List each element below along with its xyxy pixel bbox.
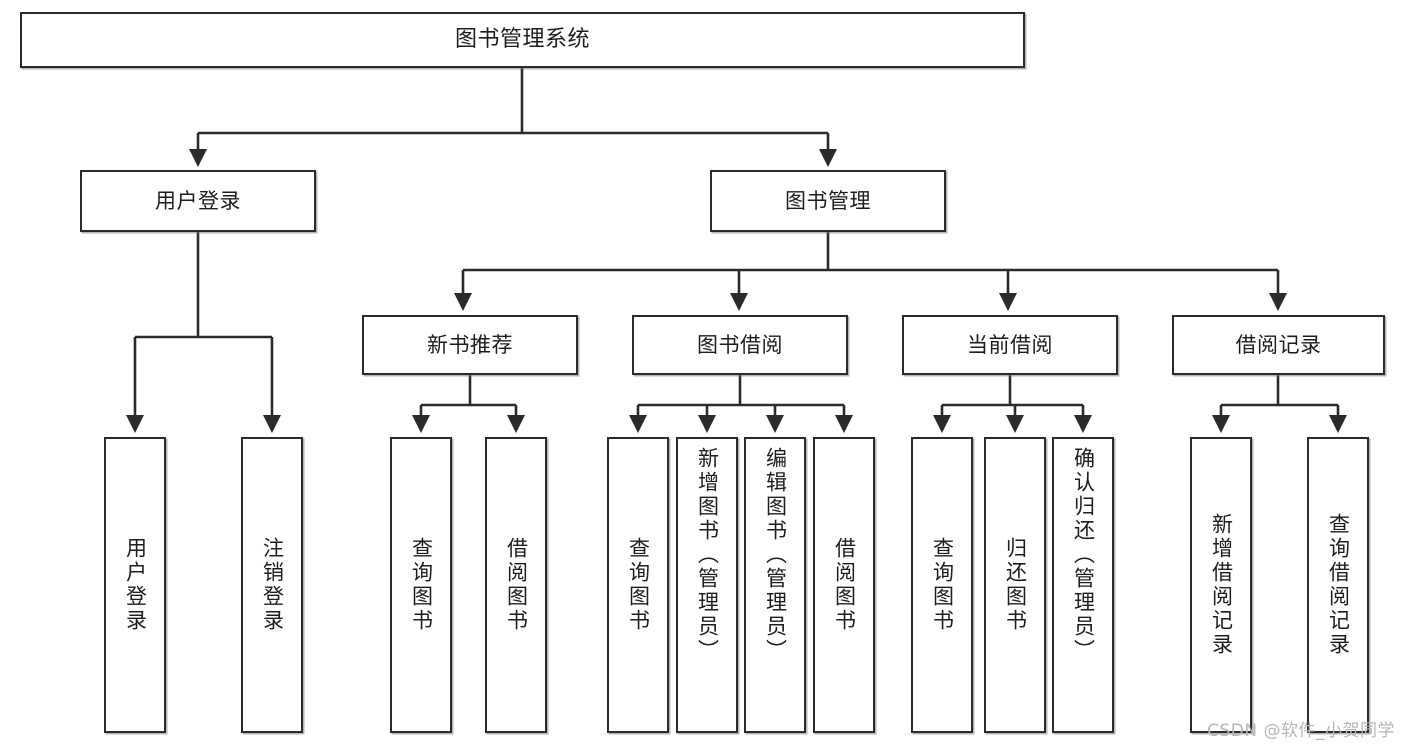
node-label: 借阅记录 <box>1235 332 1322 357</box>
node-label: 当前借阅 <box>967 332 1053 357</box>
node-label: 图书管理系统 <box>454 27 590 53</box>
node-label: 用户登录 <box>155 188 241 213</box>
leaf-user-login[interactable]: 用户登录 <box>104 437 166 733</box>
leaf-query-book-current[interactable]: 查询图书 <box>911 437 973 733</box>
leaf-borrow-book[interactable]: 借阅图书 <box>813 437 875 733</box>
leaf-label: 借阅图书 <box>832 537 857 633</box>
node-book-manage[interactable]: 图书管理 <box>710 170 946 232</box>
leaf-label: 新增借阅记录 <box>1209 513 1234 657</box>
leaf-label: 用户登录 <box>123 537 148 633</box>
leaf-label: 确认归还（管理员） <box>1071 447 1096 663</box>
node-label: 图书管理 <box>785 188 871 213</box>
edges-current-borrow-group <box>932 375 1093 434</box>
leaf-label: 编辑图书（管理员） <box>763 447 788 663</box>
edges-new-book-rec-group <box>411 375 526 434</box>
node-new-book-recommend[interactable]: 新书推荐 <box>362 315 578 375</box>
leaf-label: 查询借阅记录 <box>1326 513 1351 657</box>
edges-root <box>188 68 838 168</box>
leaf-add-book-admin[interactable]: 新增图书（管理员） <box>676 437 738 733</box>
leaf-query-book-recommend[interactable]: 查询图书 <box>390 437 452 733</box>
edges-book-borrow-group <box>628 375 854 434</box>
node-root-system[interactable]: 图书管理系统 <box>20 12 1025 68</box>
edges-book-manage <box>453 232 1288 312</box>
leaf-query-book-borrow[interactable]: 查询图书 <box>607 437 669 733</box>
leaf-return-book[interactable]: 归还图书 <box>984 437 1046 733</box>
leaf-label: 归还图书 <box>1003 537 1028 633</box>
node-book-borrow[interactable]: 图书借阅 <box>632 315 848 375</box>
leaf-logout[interactable]: 注销登录 <box>241 437 303 733</box>
leaf-label: 查询图书 <box>409 537 434 633</box>
leaf-confirm-return-admin[interactable]: 确认归还（管理员） <box>1052 437 1114 733</box>
edges-user-login-group <box>125 232 282 434</box>
edges-borrow-record-group <box>1211 375 1348 434</box>
node-borrow-record[interactable]: 借阅记录 <box>1172 315 1385 375</box>
node-user-login[interactable]: 用户登录 <box>80 170 316 232</box>
leaf-label: 新增图书（管理员） <box>695 447 720 663</box>
csdn-watermark: CSDN @软件_小贺同学 <box>1207 721 1395 741</box>
leaf-edit-book-admin[interactable]: 编辑图书（管理员） <box>744 437 806 733</box>
leaf-label: 借阅图书 <box>504 537 529 633</box>
node-label: 新书推荐 <box>427 332 513 357</box>
leaf-borrow-book-recommend[interactable]: 借阅图书 <box>485 437 547 733</box>
leaf-label: 注销登录 <box>260 537 285 633</box>
leaf-add-borrow-record[interactable]: 新增借阅记录 <box>1190 437 1252 733</box>
node-label: 图书借阅 <box>697 332 783 357</box>
leaf-label: 查询图书 <box>930 537 955 633</box>
leaf-query-borrow-record[interactable]: 查询借阅记录 <box>1307 437 1369 733</box>
leaf-label: 查询图书 <box>626 537 651 633</box>
node-current-borrow[interactable]: 当前借阅 <box>902 315 1118 375</box>
